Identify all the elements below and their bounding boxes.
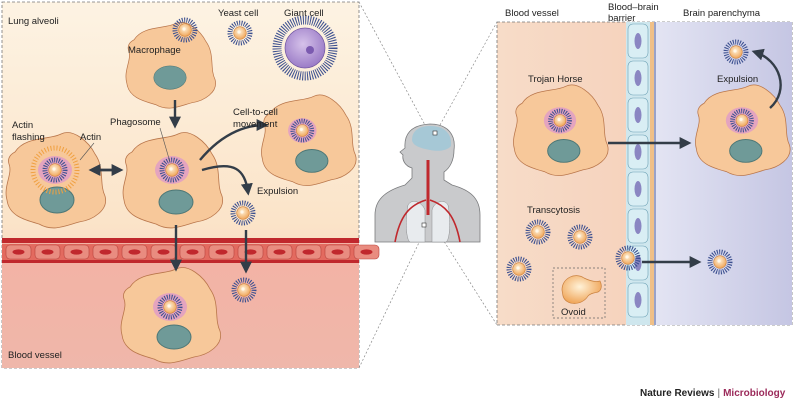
label-yeast-cell: Yeast cell	[218, 8, 258, 19]
label-trojan-horse: Trojan Horse	[528, 74, 583, 85]
label-bbb-2: barrier	[608, 13, 635, 24]
credit-journal: Nature Reviews	[640, 388, 715, 399]
endothelial-nucleus	[157, 249, 170, 255]
endothelial-nucleus	[70, 249, 83, 255]
label-lung-alveoli: Lung alveoli	[8, 16, 59, 27]
label-cell-to-cell-2: movement	[233, 119, 278, 130]
endothelial-nucleus	[331, 249, 344, 255]
credit-field: Microbiology	[723, 388, 786, 399]
endothelial-nucleus	[41, 249, 54, 255]
label-expulsion-right: Expulsion	[717, 74, 758, 85]
label-brain-parenchyma: Brain parenchyma	[683, 8, 761, 19]
arrow-icon	[88, 100, 269, 274]
brain-macrophage	[695, 84, 791, 176]
endothelial-nucleus	[302, 249, 315, 255]
bbb-nucleus	[634, 33, 642, 49]
blood-macrophage	[120, 267, 222, 364]
label-transcytosis: Transcytosis	[527, 205, 580, 216]
endothelial-nucleus	[12, 249, 25, 255]
diagram-labels: Lung alveoli Yeast cell Giant cell Macro…	[8, 2, 761, 361]
bbb-nucleus	[634, 218, 642, 234]
label-expulsion-left: Expulsion	[257, 186, 298, 197]
endothelial-nucleus	[99, 249, 112, 255]
recipient-macrophage	[261, 94, 357, 186]
credit-separator: |	[717, 388, 721, 399]
label-blood-vessel-right: Blood vessel	[505, 8, 559, 19]
bbb-nucleus	[634, 107, 642, 123]
endothelial-nucleus	[186, 249, 199, 255]
giant-cell-icon	[272, 15, 338, 81]
bbb-nucleus	[634, 70, 642, 86]
label-actin-flashing-2: flashing	[12, 132, 45, 143]
trojan-horse-macrophage	[513, 84, 609, 176]
ovoid-cell	[552, 267, 606, 319]
label-actin: Actin	[80, 132, 101, 143]
bbb-nucleus	[634, 144, 642, 160]
arrow-icon	[608, 48, 782, 268]
label-phagosome: Phagosome	[110, 117, 161, 128]
label-cell-to-cell-1: Cell-to-cell	[233, 107, 278, 118]
journal-credit: Nature Reviews|Microbiology	[640, 388, 785, 399]
endothelial-nucleus	[360, 249, 373, 255]
endothelial-nucleus	[128, 249, 141, 255]
label-blood-vessel-left: Blood vessel	[8, 350, 62, 361]
brain-parenchyma-region	[656, 22, 792, 325]
endothelial-nucleus	[215, 249, 228, 255]
label-pointers	[79, 127, 171, 163]
label-giant-cell: Giant cell	[284, 8, 324, 19]
human-body-icon	[374, 123, 481, 243]
label-ovoid: Ovoid	[561, 307, 586, 318]
phagosome-macrophage	[122, 132, 224, 229]
label-macrophage: Macrophage	[128, 45, 181, 56]
endothelial-nucleus	[244, 249, 257, 255]
label-actin-flashing-1: Actin	[12, 120, 33, 131]
actin-flashing-macrophage	[5, 132, 107, 229]
zoom-lines	[358, 1, 498, 369]
macrophage-icon	[125, 21, 216, 109]
bbb-nucleus	[634, 292, 642, 308]
label-bbb-1: Blood–brain	[608, 2, 659, 13]
endothelial-layer	[2, 244, 380, 260]
blood-brain-barrier	[626, 22, 656, 325]
endothelial-nucleus	[273, 249, 286, 255]
bbb-nucleus	[634, 181, 642, 197]
